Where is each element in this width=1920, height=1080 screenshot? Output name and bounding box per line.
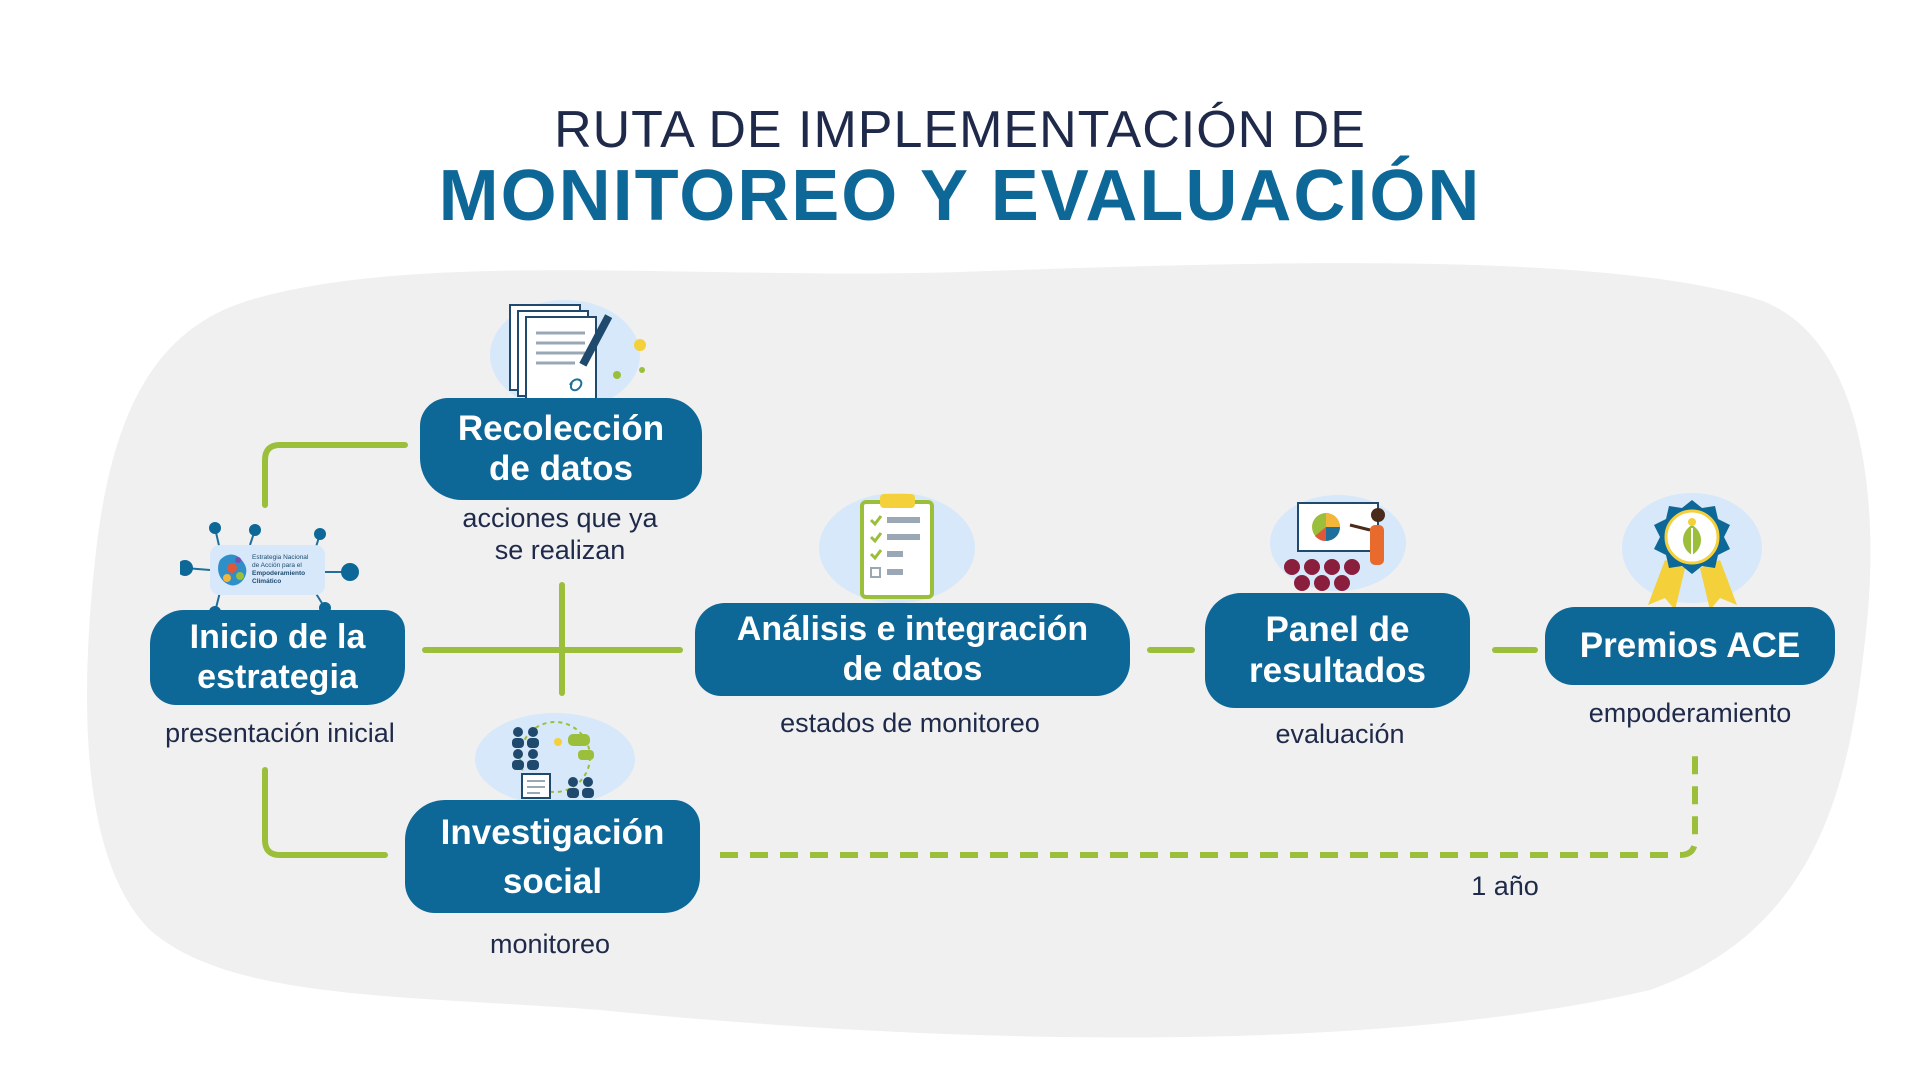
node-investigacion-label: Investigación social [440,812,665,901]
caption-recoleccion: acciones que ya se realizan [462,503,658,566]
node-panel: Panel de resultados [1205,593,1470,708]
node-panel-label: Panel de resultados [1249,610,1426,690]
caption-inicio: presentación inicial [165,718,395,748]
connector-loop-dashed [720,750,1698,858]
logo-text-3: Empoderamiento [252,570,305,577]
node-analisis-label: Análisis e integración de datos [736,610,1089,688]
node-premios-label: Premios ACE [1579,625,1801,665]
node-premios: Premios ACE [1545,607,1835,685]
award-ribbon-icon [1622,493,1762,610]
connector-inicio-recoleccion [262,442,408,508]
checklist-icon [819,493,975,603]
loop-label: 1 año [1471,871,1539,901]
caption-panel: evaluación [1275,719,1405,749]
strategy-logo: Estrategia Nacional de Acción para el Em… [180,522,359,618]
caption-analisis: estados de monitoreo [780,708,1040,738]
caption-premios: empoderamiento [1588,698,1792,728]
node-investigacion: Investigación social [405,800,700,913]
connector-inicio-investigacion [262,767,388,858]
presentation-icon [1270,495,1406,591]
node-recoleccion: Recolección de datos [420,398,702,500]
title-line-1: RUTA DE IMPLEMENTACIÓN DE [554,101,1366,159]
logo-text-2: de Acción para el [252,562,302,569]
node-recoleccion-label: Recolección de datos [457,408,665,488]
node-inicio: Inicio de la estrategia [150,610,405,705]
documents-pen-icon [490,300,646,410]
people-network-icon [475,713,635,805]
node-analisis: Análisis e integración de datos [695,603,1130,696]
caption-investigacion: monitoreo [489,929,611,959]
logo-text-4: Climático [252,578,281,585]
logo-text-1: Estrategia Nacional [252,554,309,561]
node-inicio-label: Inicio de la estrategia [189,618,366,696]
title-line-2: MONITOREO Y EVALUACIÓN [438,156,1482,236]
